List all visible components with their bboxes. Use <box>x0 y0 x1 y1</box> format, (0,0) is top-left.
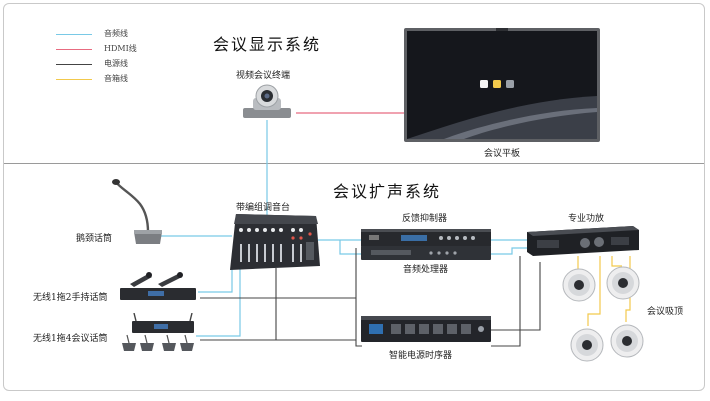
legend-label: HDMI线 <box>104 44 137 53</box>
power-sequencer-icon <box>361 316 491 342</box>
ptz-camera-icon <box>243 84 291 118</box>
power-amp-icon <box>527 226 639 256</box>
video-terminal-label: 视频会议终端 <box>236 71 291 81</box>
ceiling-speaker-icon <box>562 268 596 302</box>
wireless-4-label: 无线1拖4会议话筒 <box>33 334 108 344</box>
gooseneck-mic-icon <box>112 179 162 244</box>
power-wire-amp <box>491 262 541 331</box>
feedback-suppressor-icon <box>361 229 491 247</box>
wireless-handheld-label: 无线1拖2手持话筒 <box>33 293 108 303</box>
legend-item-power: 电源线 <box>56 58 176 70</box>
power-sequencer-label: 智能电源时序器 <box>389 351 453 361</box>
ceiling-speaker-icon <box>610 324 644 358</box>
mixer-label: 带编组调音台 <box>236 203 291 213</box>
gooseneck-mic-label: 鹅颈话筒 <box>76 234 113 244</box>
ceiling-speakers-label: 会议吸顶 <box>647 307 684 317</box>
audio-wire-mixer-proc <box>339 240 362 255</box>
wireless-handheld-mic-icon <box>120 272 196 300</box>
display-system-title: 会议显示系统 <box>213 35 322 54</box>
audio-wire-proc-amp <box>488 247 528 255</box>
audio-wire-4mic <box>196 268 241 337</box>
power-wire-proc <box>491 256 521 347</box>
legend-label: 电源线 <box>104 59 128 68</box>
diagram-frame <box>3 3 705 391</box>
conference-tablet-icon <box>404 28 600 142</box>
legend-swatch <box>56 49 92 50</box>
wireless-conference-mic-icon <box>122 313 194 351</box>
legend-swatch <box>56 64 92 65</box>
legend-item-hdmi: HDMI线 <box>56 43 176 55</box>
speaker-wire-2 <box>587 256 601 326</box>
ceiling-speaker-icon <box>606 266 640 300</box>
legend-item-speaker: 音箱线 <box>56 73 176 85</box>
mixer-icon <box>230 214 320 270</box>
legend-swatch <box>56 34 92 35</box>
conference-tablet-label: 会议平板 <box>484 149 521 159</box>
section-divider <box>4 163 704 164</box>
audio-wire-handheld <box>198 262 233 293</box>
power-amp-label: 专业功放 <box>568 214 605 224</box>
legend-label: 音频线 <box>104 29 128 38</box>
audio-processor-label: 音频处理器 <box>403 265 449 275</box>
audio-system-title: 会议扩声系统 <box>333 182 442 201</box>
legend-label: 音箱线 <box>104 74 128 83</box>
ceiling-speaker-icon <box>570 328 604 362</box>
speaker-wire-3 <box>611 256 622 267</box>
feedback-suppressor-label: 反馈抑制器 <box>402 214 448 224</box>
legend-item-audio: 音频线 <box>56 28 176 40</box>
legend-swatch <box>56 79 92 80</box>
audio-processor-icon <box>361 246 491 260</box>
power-wire-rack <box>355 248 362 347</box>
